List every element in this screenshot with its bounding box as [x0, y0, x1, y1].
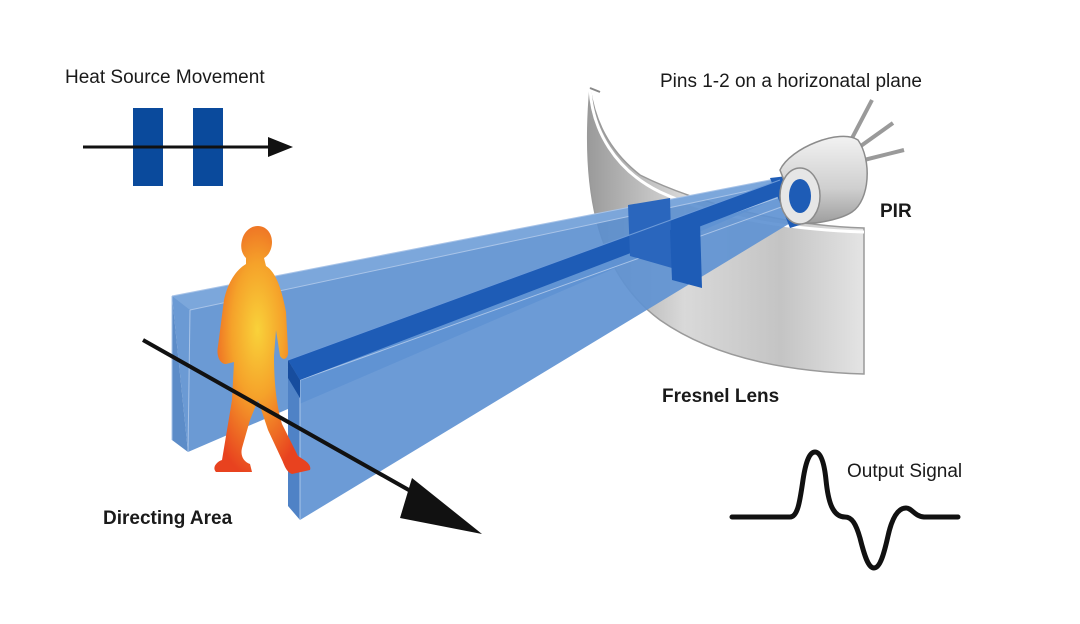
pir-sensor — [779, 99, 905, 225]
direction-arrow-line — [142, 338, 431, 504]
fresnel-lens-label: Fresnel Lens — [662, 386, 780, 407]
output-signal-waveform — [729, 449, 961, 571]
person-heat-source — [214, 226, 311, 474]
direction-arrow-head-icon — [400, 478, 482, 534]
directing-area-label: Directing Area — [103, 508, 233, 529]
pins-plane-label: Pins 1-2 on a horizonatal plane — [660, 71, 922, 92]
heat-source-icon — [83, 108, 293, 186]
movement-arrow-head-icon — [268, 137, 293, 157]
pin-2 — [856, 121, 895, 150]
heat-source-movement-label: Heat Source Movement — [65, 67, 265, 88]
pin-3 — [863, 148, 905, 162]
direction-arrow — [142, 338, 482, 534]
pir-label: PIR — [880, 201, 912, 222]
pin-1 — [848, 99, 874, 143]
output-signal-label: Output Signal — [847, 461, 963, 482]
